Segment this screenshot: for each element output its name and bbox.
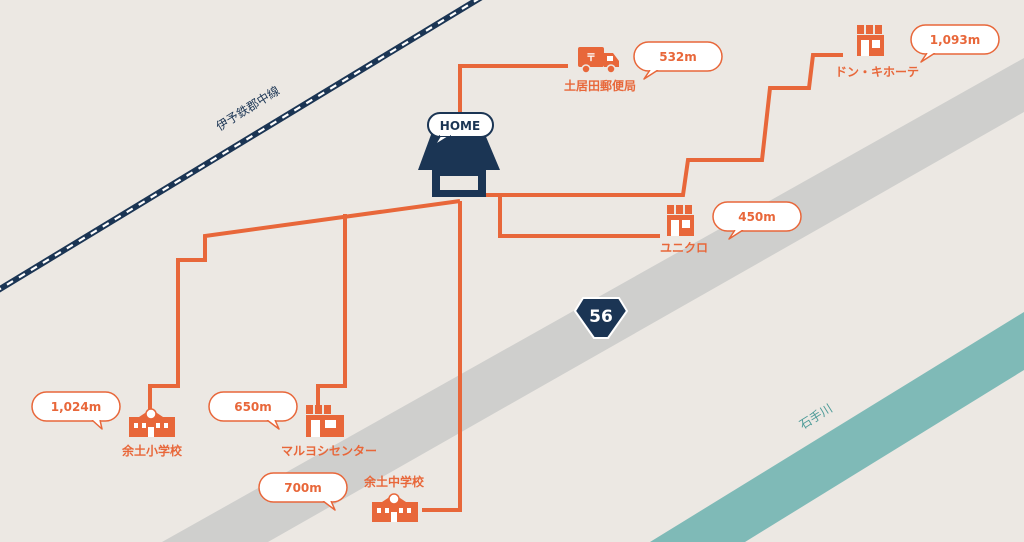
route-donki [480,53,843,197]
distance-label: 1,024m [51,400,101,414]
yodo-junior-high-marker[interactable]: 余土中学校 700m [258,472,425,522]
distance-bubble: 450m [712,201,802,240]
route-yodo-elementary [148,199,461,414]
place-name: ドン・キホーテ [835,65,919,79]
store-icon [306,405,344,437]
uniqlo-marker[interactable]: ユニクロ 450m [660,201,802,255]
home-label-bubble: HOME [427,112,494,147]
distance-bubble: 532m [633,41,723,80]
post-office-marker[interactable]: 〒 土居田郵便局 532m [564,41,723,93]
delivery-truck-icon: 〒 [578,47,619,74]
svg-text:〒: 〒 [586,52,596,64]
river [650,312,1024,542]
maruyoshi-marker[interactable]: マルヨシセンター 650m [208,391,377,458]
railway [0,0,483,293]
school-icon [129,408,175,437]
home-house-icon [418,132,500,197]
donki-marker[interactable]: ドン・キホーテ 1,093m [835,24,1000,79]
place-name: 余土中学校 [363,474,425,489]
route-yodo-junior-high [422,201,462,512]
route-56-shield: 56 [574,297,628,339]
yodo-elementary-marker[interactable]: 余土小学校 1,024m [31,391,183,458]
distance-label: 532m [659,50,697,64]
place-name: マルヨシセンター [281,444,377,458]
store-icon [667,205,694,236]
place-name: 余土小学校 [121,443,183,458]
route-maruyoshi [316,214,347,414]
route-lines [148,53,843,512]
distance-bubble: 650m [208,391,298,430]
distance-bubble: 1,093m [910,24,1000,63]
distance-bubble: 1,024m [31,391,121,430]
school-icon [372,493,418,522]
home-label: HOME [440,119,480,133]
river-label: 石手川 [797,401,835,432]
place-name: 土居田郵便局 [564,78,636,93]
distance-label: 650m [234,400,272,414]
distance-label: 1,093m [930,33,980,47]
distance-bubble: 700m [258,472,348,511]
distance-label: 700m [284,481,322,495]
distance-label: 450m [738,210,776,224]
place-name: ユニクロ [660,241,708,255]
route-uniqlo [498,195,660,238]
store-icon [857,25,884,56]
route-number: 56 [589,307,613,327]
